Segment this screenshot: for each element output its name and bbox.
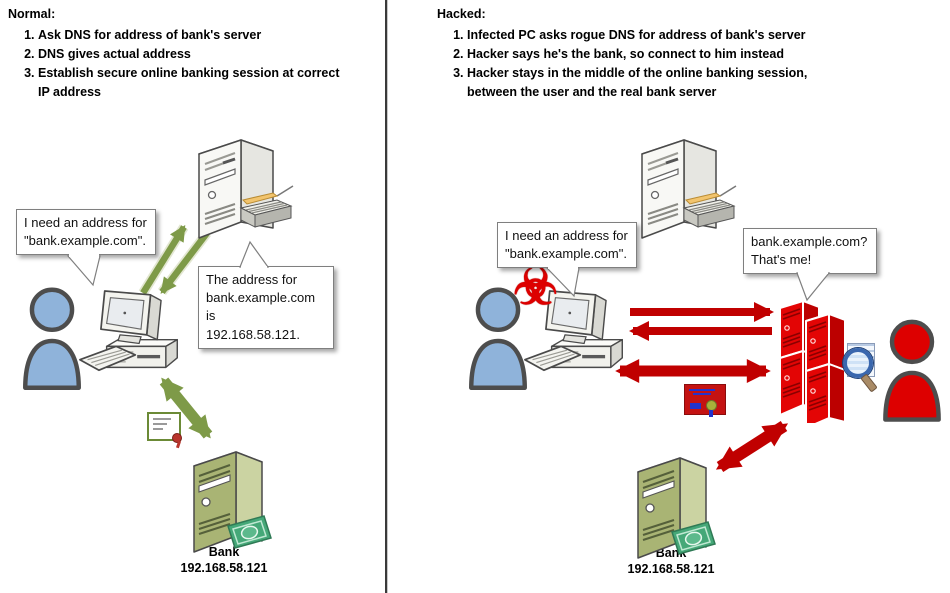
rogue-dns-server-icon	[628, 128, 740, 246]
bank-label: Bank	[208, 545, 240, 559]
hacked-panel-notes: Hacked: Infected PC asks rogue DNS for a…	[437, 5, 942, 102]
victim-speech-bubble: I need an address for "bank.example.com"…	[497, 222, 637, 269]
user-speech-bubble: I need an address for "bank.example.com"…	[16, 209, 156, 256]
hacked-title: Hacked:	[437, 7, 486, 21]
normal-step-2: DNS gives actual address	[38, 45, 378, 64]
normal-panel-notes: Normal: Ask DNS for address of bank's se…	[8, 5, 378, 102]
hacked-step-2: Hacker says he's the bank, so connect to…	[467, 45, 942, 64]
real-bank-ip-label: 192.168.58.121	[627, 562, 715, 576]
dns-speech-bubble: The address for bank.example.com is 192.…	[198, 266, 334, 349]
normal-steps: Ask DNS for address of bank's server DNS…	[8, 26, 378, 102]
victim-speech-bubble-tail	[545, 266, 580, 298]
magnifier-lens	[843, 348, 873, 378]
dns-server-icon	[185, 128, 297, 246]
hacker-speech-bubble-tail	[796, 271, 831, 302]
normal-step-3: Establish secure online banking session …	[38, 64, 378, 102]
pc-icon	[78, 283, 183, 383]
certificate-icon	[147, 412, 182, 449]
magnifier-document-icon	[841, 343, 887, 393]
real-bank-server-icon	[628, 442, 718, 562]
fake-certificate-icon	[684, 384, 726, 417]
panel-divider-highlight	[387, 0, 388, 593]
bank-server-icon	[184, 436, 274, 556]
normal-step-1: Ask DNS for address of bank's server	[38, 26, 378, 45]
dns-speech-bubble-tail	[239, 240, 270, 270]
bank-ip-label: 192.168.58.121	[180, 561, 268, 575]
hacked-steps: Infected PC asks rogue DNS for address o…	[437, 26, 942, 102]
hijacked-traffic-arrows	[615, 302, 774, 383]
hacker-speech-bubble: bank.example.com? That's me!	[743, 228, 877, 275]
panel-divider	[385, 0, 387, 593]
hacked-step-1: Infected PC asks rogue DNS for address o…	[467, 26, 942, 45]
normal-title: Normal:	[8, 7, 56, 21]
hacked-step-3: Hacker stays in the middle of the online…	[467, 64, 942, 102]
user-speech-bubble-tail	[66, 254, 101, 287]
